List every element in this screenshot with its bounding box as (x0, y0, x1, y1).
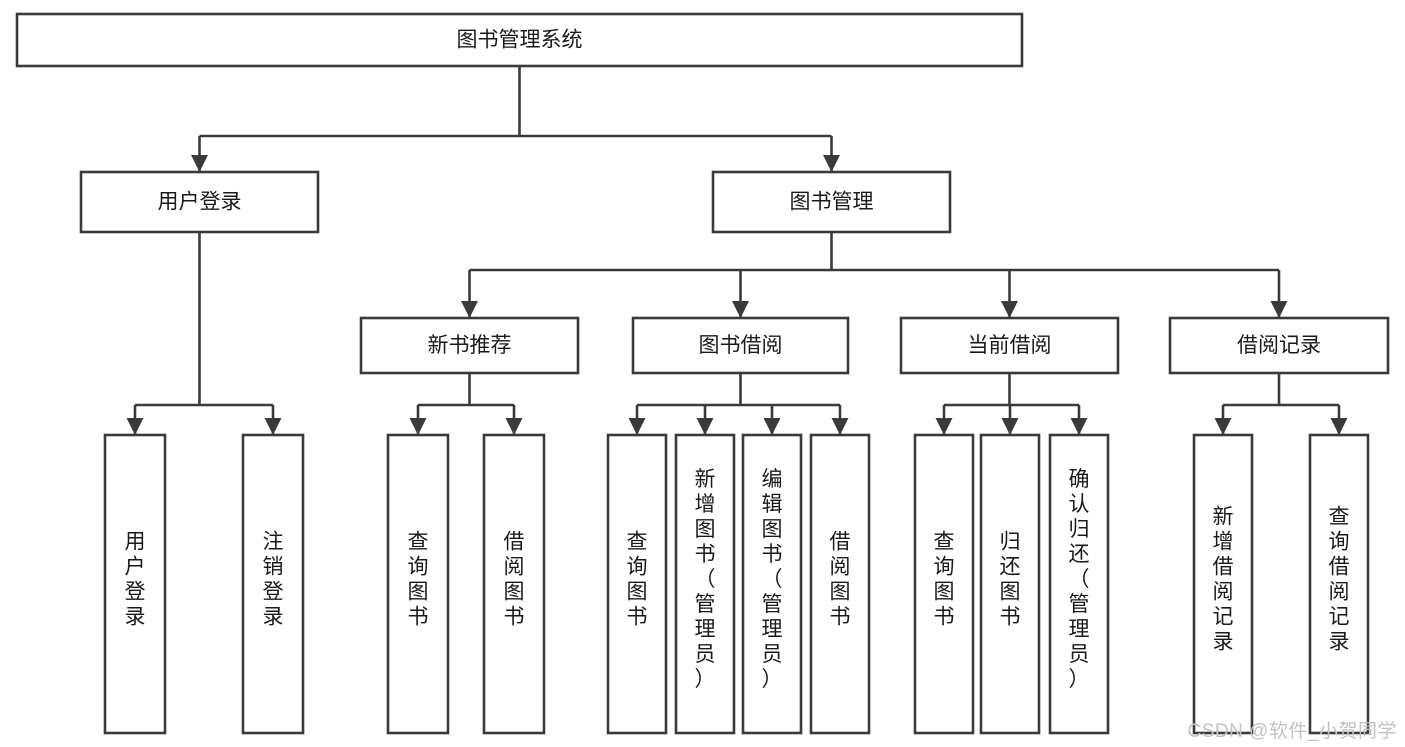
node-label: 查询借阅记录 (1329, 506, 1350, 654)
node-leaf-query-book-1[interactable]: 查询图书 (386, 433, 450, 735)
node-leaf-confirm-return[interactable]: 确认归还（管理员） (1048, 433, 1110, 735)
node-label: 新增借阅记录 (1213, 506, 1234, 654)
node-leaf-logout[interactable]: 注销登录 (241, 433, 305, 735)
node-box (1308, 433, 1370, 735)
node-label: 新书推荐 (428, 334, 512, 357)
node-label: 查询图书 (408, 531, 429, 629)
node-leaf-return-book[interactable]: 归还图书 (979, 433, 1041, 735)
node-label: 借阅图书 (830, 531, 851, 629)
node-layer: 图书管理系统用户登录图书管理新书推荐图书借阅当前借阅借阅记录用户登录注销登录查询… (15, 12, 1390, 735)
node-box (1192, 433, 1254, 735)
node-box (809, 433, 871, 735)
node-box (482, 433, 546, 735)
node-box (79, 170, 320, 234)
node-box (674, 433, 736, 735)
node-leaf-borrow-book-1[interactable]: 借阅图书 (482, 433, 546, 735)
node-label: 借阅记录 (1237, 334, 1321, 357)
node-leaf-query-borrow-record[interactable]: 查询借阅记录 (1308, 433, 1370, 735)
node-new-book-recommend[interactable]: 新书推荐 (359, 316, 580, 375)
node-leaf-add-borrow-record[interactable]: 新增借阅记录 (1192, 433, 1254, 735)
node-leaf-add-book[interactable]: 新增图书（管理员） (674, 433, 736, 735)
node-label: 注销登录 (263, 531, 284, 629)
node-box (241, 433, 305, 735)
node-box (913, 433, 975, 735)
node-box (1048, 433, 1110, 735)
node-label: 查询图书 (627, 531, 648, 629)
node-label: 用户登录 (158, 191, 242, 214)
node-book-borrow[interactable]: 图书借阅 (631, 316, 850, 375)
node-box (741, 433, 803, 735)
connector-layer (126, 66, 1348, 435)
node-label: 图书管理 (790, 191, 874, 214)
node-root[interactable]: 图书管理系统 (15, 12, 1024, 68)
node-leaf-query-book-2[interactable]: 查询图书 (606, 433, 668, 735)
node-box (979, 433, 1041, 735)
node-box (103, 433, 167, 735)
node-leaf-user-login[interactable]: 用户登录 (103, 433, 167, 735)
node-label: 借阅图书 (504, 531, 525, 629)
node-label: 查询图书 (934, 531, 955, 629)
node-box (359, 316, 580, 375)
node-box (711, 170, 952, 234)
node-box (386, 433, 450, 735)
node-box (1168, 316, 1390, 375)
node-user-login[interactable]: 用户登录 (79, 170, 320, 234)
node-leaf-edit-book[interactable]: 编辑图书（管理员） (741, 433, 803, 735)
node-label: 图书管理系统 (457, 29, 583, 52)
node-label: 编辑图书（管理员） (762, 468, 783, 691)
node-leaf-query-book-3[interactable]: 查询图书 (913, 433, 975, 735)
node-label: 归还图书 (1000, 531, 1021, 629)
node-leaf-borrow-book-2[interactable]: 借阅图书 (809, 433, 871, 735)
node-label: 当前借阅 (968, 334, 1052, 357)
watermark-label: CSDN @软件_小贺同学 (1187, 721, 1397, 742)
node-borrow-record[interactable]: 借阅记录 (1168, 316, 1390, 375)
node-label: 图书借阅 (699, 334, 783, 357)
node-label: 用户登录 (125, 531, 146, 629)
node-book-management[interactable]: 图书管理 (711, 170, 952, 234)
node-box (606, 433, 668, 735)
node-label: 新增图书（管理员） (695, 468, 716, 691)
node-box (631, 316, 850, 375)
node-box (899, 316, 1120, 375)
node-label: 确认归还（管理员） (1069, 468, 1090, 691)
node-box (15, 12, 1024, 68)
node-current-borrow[interactable]: 当前借阅 (899, 316, 1120, 375)
